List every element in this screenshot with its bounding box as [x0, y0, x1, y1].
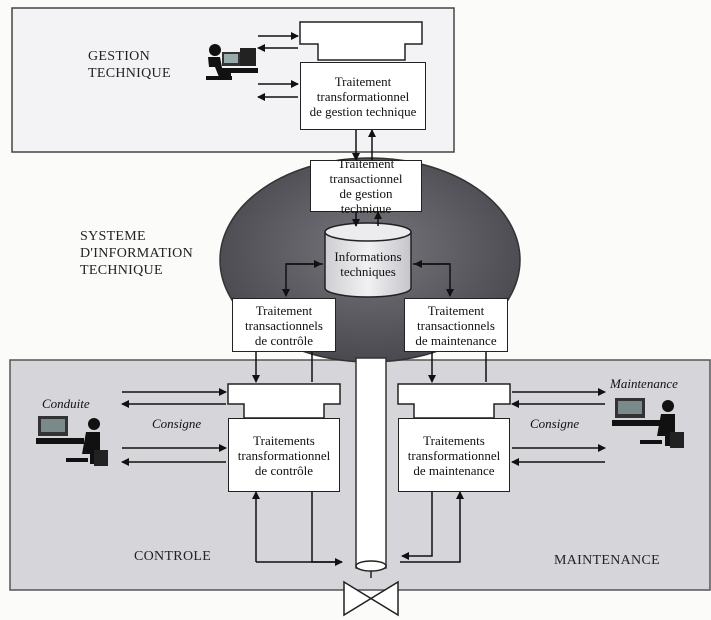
label-consigne-right: Consigne: [530, 416, 580, 431]
maintenance-terminal-shape: [397, 383, 511, 419]
gestion-vertical-arrows: [352, 129, 382, 227]
zone-label-controle: CONTROLE: [134, 549, 212, 564]
gestion-arrows: [257, 32, 299, 101]
zone-label-systeme-information: SYSTEME D'INFORMATION TECHNIQUE: [80, 229, 193, 278]
box-transformationnel-controle: Traitements transformationnel de contrôl…: [228, 418, 340, 492]
valve-icon: [343, 560, 399, 617]
label-maintenance-operator: Maintenance: [610, 376, 678, 391]
controle-horizontal-arrows: [121, 388, 227, 466]
maintenance-horizontal-arrows: [511, 388, 606, 466]
operator-gestion-icon: [206, 44, 258, 80]
controle-terminal-shape: [227, 383, 341, 419]
database-cylinder: [324, 222, 412, 298]
box-informations-techniques: Informations techniques: [334, 249, 402, 279]
box-transactionnels-maintenance: Traitement transactionnels de maintenanc…: [404, 298, 508, 352]
valve-feedback-arrows: [252, 491, 464, 566]
label-conduite: Conduite: [42, 396, 90, 411]
box-gestion-transactionnel: Traitement transactionnel de gestion tec…: [310, 156, 422, 216]
zone-label-gestion-technique: GESTION TECHNIQUE: [88, 49, 171, 81]
box-transactionnels-controle: Traitement transactionnels de contrôle: [232, 298, 336, 352]
database-link-arrows: [282, 260, 454, 297]
box-gestion-transformationnel: Traitement transformationnel de gestion …: [300, 62, 426, 130]
label-consigne-left: Consigne: [152, 416, 202, 431]
central-bus-pipe: [355, 357, 387, 569]
transactional-down-arrows: [252, 352, 487, 383]
operator-conduite-icon: [36, 416, 108, 466]
zone-label-maintenance: MAINTENANCE: [554, 553, 660, 568]
box-transformationnel-maintenance: Traitements transformationnel de mainten…: [398, 418, 510, 492]
operator-maintenance-icon: [612, 398, 684, 448]
gestion-terminal-shape: [299, 21, 423, 61]
